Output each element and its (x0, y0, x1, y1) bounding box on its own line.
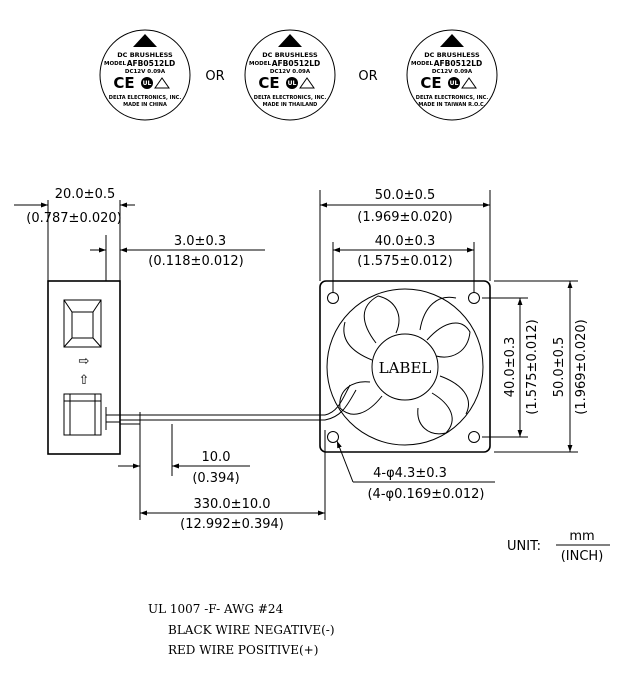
dim-strip: 10.0 (0.394) (118, 424, 250, 486)
note-line: RED WIRE POSITIVE(+) (168, 643, 318, 657)
label-type: DC BRUSHLESS (262, 51, 318, 59)
holes-inch: (4-φ0.169±0.012) (367, 487, 484, 502)
label-model: AFB0512LD (272, 59, 321, 68)
label-origin: MADE IN CHINA (123, 102, 167, 108)
dim-lead: 330.0±10.0 (12.992±0.394) (139, 430, 326, 532)
note-line: BLACK WIRE NEGATIVE(-) (168, 623, 335, 637)
hole-pitch-inch: (1.575±0.012) (357, 254, 452, 269)
delta-logo-icon (278, 34, 302, 47)
label-rating: DC12V 0.09A (125, 69, 166, 75)
label-model-prefix: MODEL (411, 61, 433, 67)
label-model-prefix: MODEL (104, 61, 126, 67)
unit-top: mm (569, 529, 594, 544)
lead-mm: 330.0±10.0 (193, 497, 270, 512)
or-text: OR (358, 69, 377, 84)
svg-text:UL: UL (288, 80, 297, 87)
label-disc-1: DC BRUSHLESS MODEL AFB0512LD DC12V 0.09A… (99, 29, 191, 121)
hole-pitch-mm: 40.0±0.3 (375, 234, 436, 249)
label-model-prefix: MODEL (249, 61, 271, 67)
rotation-arrow-icon: ⇧ (79, 373, 90, 388)
label-disc-3: DC BRUSHLESS MODEL AFB0512LD DC12V 0.09A… (406, 29, 498, 121)
delta-logo-icon (440, 34, 464, 47)
label-origin: MADE IN TAIWAN R.O.C. (418, 102, 485, 108)
mount-hole-icon (468, 292, 480, 304)
strip-mm: 10.0 (202, 450, 231, 465)
svg-text:UL: UL (143, 80, 152, 87)
ul-mark-icon: UL (286, 77, 298, 89)
height-inch: (1.969±0.020) (574, 319, 589, 414)
mount-hole-icon (468, 431, 480, 443)
offset-mm: 3.0±0.3 (174, 234, 226, 249)
dim-width: 50.0±0.5 (1.969±0.020) (319, 188, 491, 281)
airflow-arrow-icon: ⇨ (79, 354, 90, 369)
fan-frame (319, 280, 491, 453)
unit-prefix: UNIT: (507, 539, 541, 554)
lead-wires (120, 384, 357, 428)
depth-mm: 20.0±0.5 (55, 187, 116, 202)
ce-mark: CE (258, 74, 279, 92)
lead-inch: (12.992±0.394) (180, 517, 284, 532)
width-inch: (1.969±0.020) (357, 210, 452, 225)
fan-opening (326, 288, 484, 446)
dim-v-pitch: 40.0±0.3 (1.575±0.012) (482, 297, 540, 438)
offset-inch: (0.118±0.012) (148, 254, 243, 269)
label-type: DC BRUSHLESS (117, 51, 173, 59)
label-origin: MADE IN THAILAND (263, 102, 318, 108)
hub-block-upper (63, 299, 102, 348)
label-model: AFB0512LD (434, 59, 483, 68)
label-type: DC BRUSHLESS (424, 51, 480, 59)
hub-label: LABEL (379, 359, 432, 377)
fan-side-outline (47, 280, 121, 455)
triangle-mark-icon (299, 77, 315, 89)
dim-height: 50.0±0.5 (1.969±0.020) (494, 280, 589, 453)
unit-legend: UNIT: mm (INCH) (507, 529, 610, 564)
front-view: LABEL (319, 280, 491, 453)
label-maker: DELTA ELECTRONICS, INC. (416, 95, 489, 101)
mount-hole-icon (327, 431, 339, 443)
height-mm: 50.0±0.5 (552, 337, 567, 398)
depth-inch: (0.787±0.020) (26, 211, 121, 226)
ce-mark: CE (420, 74, 441, 92)
dim-holes: 4-φ4.3±0.3 (4-φ0.169±0.012) (336, 440, 495, 502)
delta-logo-icon (133, 34, 157, 47)
svg-text:UL: UL (450, 80, 459, 87)
ce-mark: CE (113, 74, 134, 92)
label-hub (371, 333, 439, 401)
ul-mark-icon: UL (448, 77, 460, 89)
label-maker: DELTA ELECTRONICS, INC. (109, 95, 182, 101)
v-pitch-mm: 40.0±0.3 (503, 337, 518, 398)
note-line: UL 1007 -F- AWG #24 (148, 602, 284, 616)
label-disc-2: DC BRUSHLESS MODEL AFB0512LD DC12V 0.09A… (244, 29, 336, 121)
width-mm: 50.0±0.5 (375, 188, 436, 203)
dim-offset: 3.0±0.3 (0.118±0.012) (90, 228, 265, 281)
wire-notes: UL 1007 -F- AWG #24 BLACK WIRE NEGATIVE(… (148, 602, 335, 657)
ul-mark-icon: UL (141, 77, 153, 89)
hub-block-lower (63, 393, 102, 436)
fan-blades (339, 295, 471, 435)
label-maker: DELTA ELECTRONICS, INC. (254, 95, 327, 101)
mount-hole-icon (327, 292, 339, 304)
triangle-mark-icon (154, 77, 170, 89)
strip-inch: (0.394) (192, 471, 239, 486)
dim-depth: 20.0±0.5 (0.787±0.020) (14, 187, 135, 281)
v-pitch-inch: (1.575±0.012) (525, 319, 540, 414)
label-rating: DC12V 0.09A (270, 69, 311, 75)
label-model: AFB0512LD (127, 59, 176, 68)
holes-mm: 4-φ4.3±0.3 (373, 466, 447, 481)
side-view: ⇨ ⇧ (47, 280, 121, 455)
dim-hole-pitch: 40.0±0.3 (1.575±0.012) (332, 234, 475, 292)
label-rating: DC12V 0.09A (432, 69, 473, 75)
unit-bottom: (INCH) (561, 549, 604, 564)
or-text: OR (205, 69, 224, 84)
triangle-mark-icon (461, 77, 477, 89)
